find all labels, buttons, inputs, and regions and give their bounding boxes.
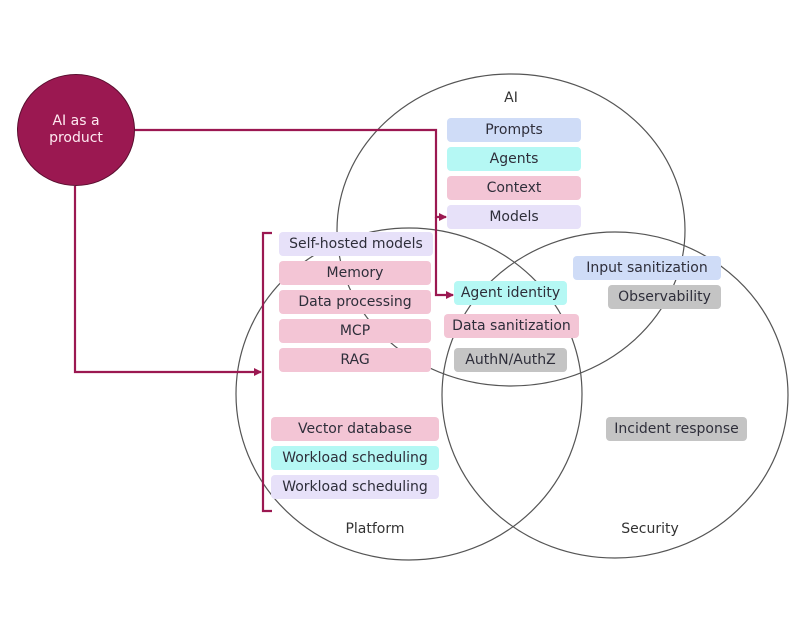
ai-as-a-product-node[interactable]: AI as a product xyxy=(17,74,135,186)
security-item-observability: Observability xyxy=(608,285,721,309)
connector-hub-to-ai xyxy=(135,128,447,221)
ai-item-prompts: Prompts xyxy=(447,118,581,142)
platform-circle xyxy=(235,227,583,561)
connector-hub-to-agent-identity xyxy=(434,217,454,299)
platform-item-vector-database: Vector database xyxy=(271,417,439,441)
overlap-item-data-sanitization: Data sanitization xyxy=(444,314,579,338)
overlap-item-authn-authz: AuthN/AuthZ xyxy=(454,348,567,372)
ai-item-context: Context xyxy=(447,176,581,200)
ai-circle xyxy=(336,73,686,387)
security-item-incident-response: Incident response xyxy=(606,417,747,441)
platform-item-workload-scheduling-2: Workload scheduling xyxy=(271,475,439,499)
hub-label: AI as a product xyxy=(49,113,103,146)
ai-item-models: Models xyxy=(447,205,581,229)
platform-item-data-processing: Data processing xyxy=(279,290,431,314)
ai-item-agents: Agents xyxy=(447,147,581,171)
platform-circle-label: Platform xyxy=(345,521,405,537)
security-item-input-sanitization: Input sanitization xyxy=(573,256,721,280)
ai-circle-label: AI xyxy=(504,90,518,106)
security-circle-label: Security xyxy=(621,521,679,537)
platform-item-mcp: MCP xyxy=(279,319,431,343)
security-circle xyxy=(441,231,789,559)
platform-item-memory: Memory xyxy=(279,261,431,285)
platform-item-rag: RAG xyxy=(279,348,431,372)
connector-hub-to-platform xyxy=(73,186,262,376)
overlap-item-agent-identity: Agent identity xyxy=(454,281,567,305)
platform-item-workload-scheduling-1: Workload scheduling xyxy=(271,446,439,470)
platform-item-self-hosted-models: Self-hosted models xyxy=(279,232,433,256)
platform-bracket xyxy=(261,231,272,513)
